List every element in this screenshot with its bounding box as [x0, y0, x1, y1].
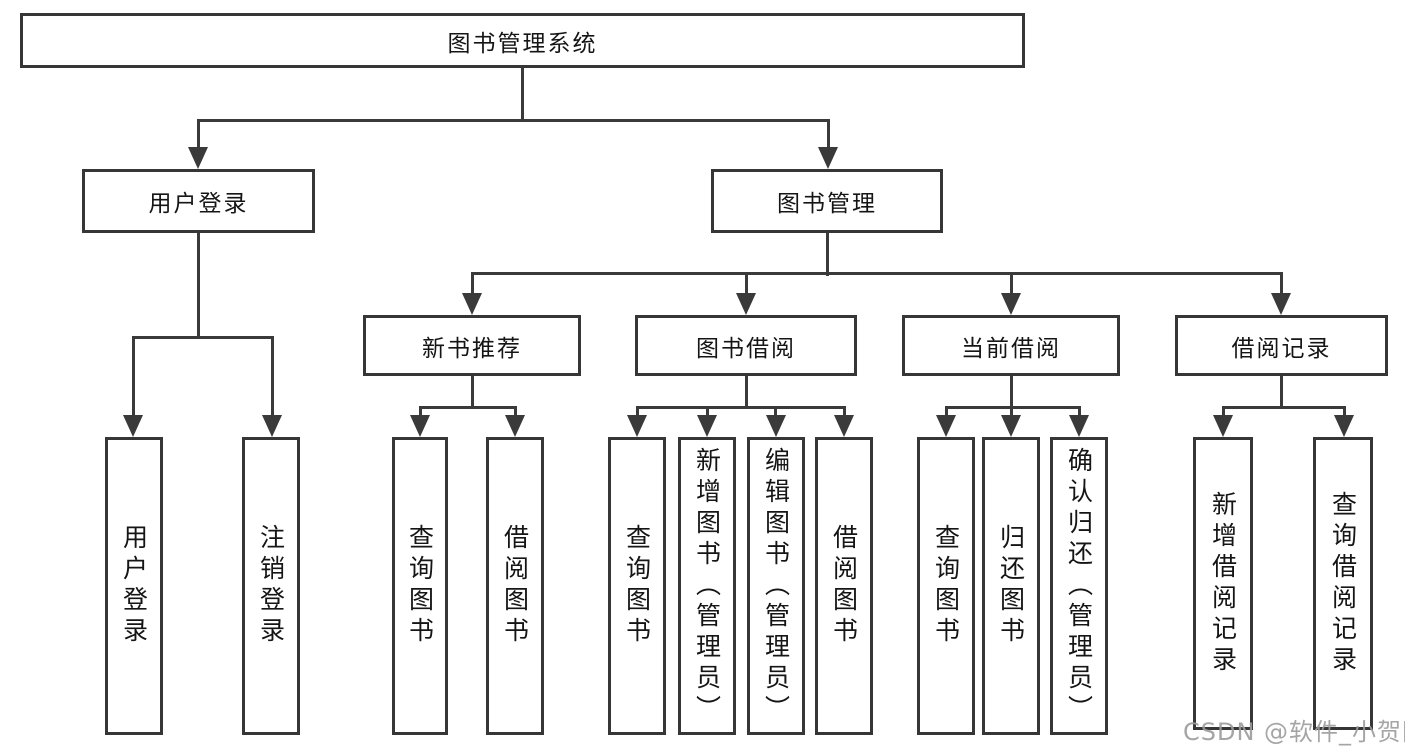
- connector-hline: [945, 406, 1081, 409]
- connector-vline: [514, 406, 517, 420]
- arrow-down: [262, 415, 282, 437]
- arrow-down: [505, 415, 525, 437]
- leaf-query-books-current: 查询图书: [917, 437, 975, 735]
- leaf-query-borrow-record: 查询借阅记录: [1313, 437, 1373, 730]
- arrow-down: [1001, 293, 1021, 315]
- connector-vline: [197, 119, 200, 150]
- connector-vline: [745, 272, 748, 296]
- arrow-down: [410, 415, 430, 437]
- connector-vline: [827, 119, 830, 150]
- leaf-confirm-return-admin: 确认归还（管理员）: [1050, 437, 1108, 735]
- leaf-return-books: 归还图书: [982, 437, 1040, 735]
- arrow-down: [1271, 293, 1291, 315]
- connector-hline: [132, 336, 274, 339]
- arrow-down: [818, 147, 838, 169]
- leaf-query-books-borrowing: 查询图书: [608, 437, 666, 735]
- arrow-down: [1069, 415, 1089, 437]
- connector-vline: [1010, 406, 1013, 420]
- connector-vline: [132, 336, 135, 420]
- connector-vline: [1078, 406, 1081, 420]
- leaf-query-books-recommend: 查询图书: [392, 437, 448, 735]
- connector-hline: [471, 272, 1283, 275]
- connector-vline: [1222, 406, 1225, 420]
- watermark: CSDN @软件_小贺同学: [1183, 718, 1405, 746]
- connector-vline: [419, 406, 422, 420]
- arrow-down: [188, 147, 208, 169]
- leaf-user-login: 用户登录: [105, 437, 163, 735]
- connector-hline: [636, 406, 846, 409]
- arrow-down: [736, 293, 756, 315]
- connector-vline: [521, 68, 524, 122]
- leaf-borrow-books: 借阅图书: [815, 437, 873, 735]
- leaf-add-borrow-record: 新增借阅记录: [1193, 437, 1253, 730]
- connector-vline: [1343, 406, 1346, 420]
- arrow-down: [936, 415, 956, 437]
- node-book-borrowing: 图书借阅: [635, 315, 857, 376]
- node-current-borrowing: 当前借阅: [902, 315, 1120, 376]
- connector-vline: [1010, 272, 1013, 296]
- connector-vline: [745, 376, 748, 409]
- arrow-down: [123, 415, 143, 437]
- arrow-down: [766, 415, 786, 437]
- connector-vline: [774, 406, 777, 420]
- leaf-edit-books-admin: 编辑图书（管理员）: [747, 437, 805, 735]
- arrow-down: [1334, 415, 1354, 437]
- connector-hline: [1222, 406, 1346, 409]
- leaf-borrow-books-recommend: 借阅图书: [486, 437, 544, 735]
- connector-vline: [706, 406, 709, 420]
- connector-vline: [197, 233, 200, 339]
- connector-hline: [419, 406, 517, 409]
- arrow-down: [627, 415, 647, 437]
- connector-vline: [843, 406, 846, 420]
- connector-vline: [1280, 272, 1283, 296]
- node-book-management-branch: 图书管理: [711, 169, 943, 233]
- arrow-down: [462, 293, 482, 315]
- connector-vline: [636, 406, 639, 420]
- connector-hline: [197, 119, 830, 122]
- connector-vline: [1280, 376, 1283, 409]
- connector-vline: [945, 406, 948, 420]
- arrow-down: [834, 415, 854, 437]
- connector-vline: [826, 233, 829, 276]
- node-borrowing-records: 借阅记录: [1175, 315, 1388, 376]
- arrow-down: [697, 415, 717, 437]
- leaf-add-books-admin: 新增图书（管理员）: [678, 437, 736, 735]
- node-root: 图书管理系统: [20, 13, 1025, 68]
- node-new-book-recommend: 新书推荐: [363, 315, 581, 376]
- connector-vline: [271, 336, 274, 420]
- arrow-down: [1213, 415, 1233, 437]
- node-user-login-branch: 用户登录: [82, 169, 315, 233]
- connector-vline: [471, 376, 474, 409]
- connector-vline: [1010, 376, 1013, 409]
- leaf-logout: 注销登录: [242, 437, 300, 735]
- arrow-down: [1001, 415, 1021, 437]
- connector-vline: [471, 272, 474, 296]
